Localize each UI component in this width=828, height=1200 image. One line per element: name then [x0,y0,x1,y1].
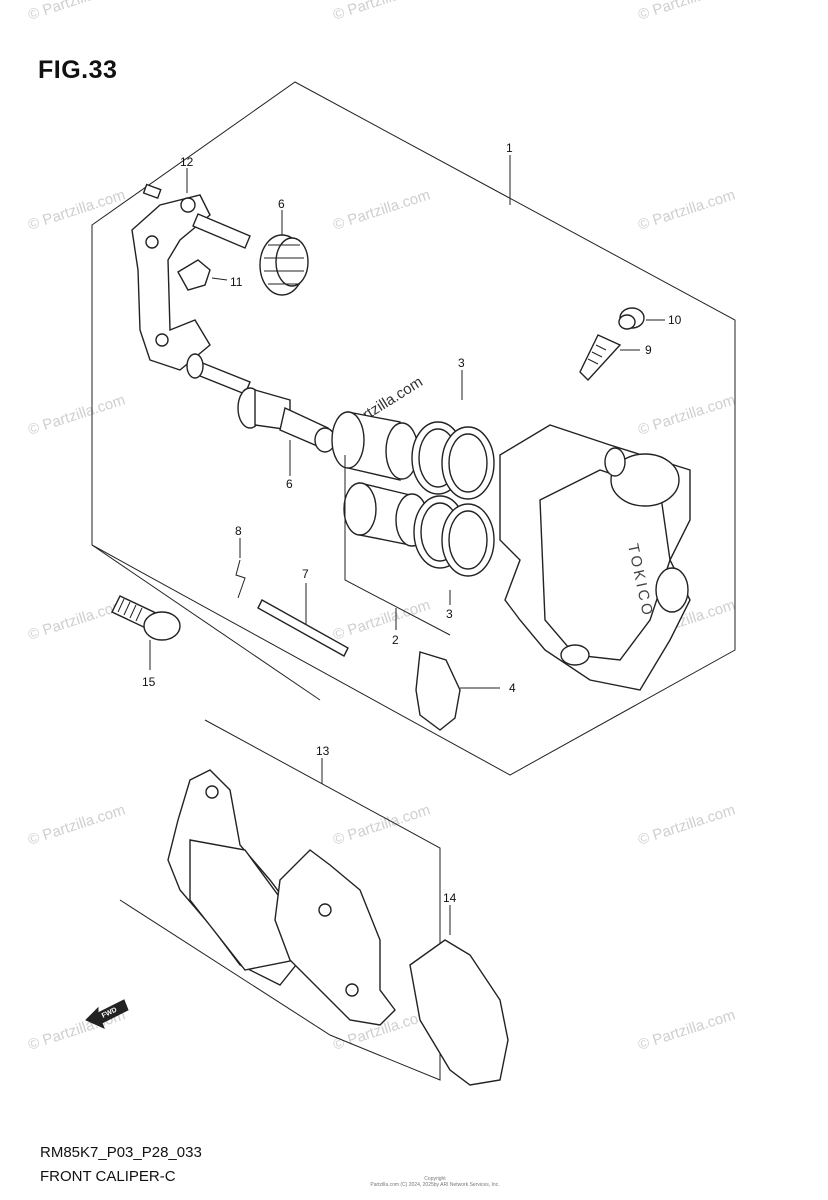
piston-group-bracket [344,455,451,636]
copyright-line-1: Copyright [424,1176,446,1182]
piston-seal-lower[interactable] [413,495,495,577]
pad-clip[interactable] [415,651,461,731]
pad-pin[interactable] [257,599,349,657]
callout-11[interactable]: 11 [230,275,243,289]
copyright-notice: Copyright Partzilla.com (C) 2024, 2025by… [360,1176,510,1188]
callout-6-lower[interactable]: 6 [286,477,293,491]
callout-leaders [149,155,665,935]
watermark: © Partzilla.com [331,0,432,24]
slide-pin-upper[interactable] [142,183,251,249]
callout-10[interactable]: 10 [668,313,682,327]
boot-upper[interactable] [259,234,309,296]
watermark: © Partzilla.com [636,0,737,24]
watermark: © Partzilla.com [636,186,737,233]
piston-upper[interactable] [331,411,419,481]
watermark: © Partzilla.com [331,801,432,848]
caliper-bracket[interactable] [131,194,211,371]
callout-15[interactable]: 15 [142,675,156,689]
brake-pad-outer[interactable] [167,769,301,986]
callout-6-upper[interactable]: 6 [278,197,285,211]
watermark: © Partzilla.com [331,186,432,233]
figure-code: RM85K7_P03_P28_033 [40,1144,202,1161]
watermark: © Partzilla.com [636,391,737,438]
callout-4[interactable]: 4 [509,681,516,695]
watermark: © Partzilla.com [26,391,127,438]
watermark: © Partzilla.com [636,1006,737,1053]
pad-set-outline [119,719,441,1081]
watermark: © Partzilla.com [26,596,127,643]
piston-seal-upper[interactable] [411,421,495,500]
forward-arrow-icon: FWD [85,999,129,1029]
assembly-inner-outline [91,544,321,701]
slide-pin-lower[interactable] [186,353,251,395]
pad-pin-clip[interactable] [235,559,246,599]
callout-12[interactable]: 12 [180,155,194,169]
bleeder-cap[interactable] [618,307,645,330]
callout-3-lower[interactable]: 3 [446,607,453,621]
callout-1[interactable]: 1 [506,141,513,155]
callout-13[interactable]: 13 [316,744,330,758]
figure-title: FIG.33 [38,56,118,84]
assembly-outline [91,81,736,776]
pad-shim[interactable] [409,939,509,1086]
callout-2[interactable]: 2 [392,633,399,647]
bleeder-screw[interactable] [579,334,622,382]
watermark: © Partzilla.com [26,801,127,848]
callout-9[interactable]: 9 [645,343,652,357]
pad-spring[interactable] [177,259,211,291]
callout-3-upper[interactable]: 3 [458,356,465,370]
callout-7[interactable]: 7 [302,567,309,581]
mounting-bolt[interactable] [111,595,181,641]
watermark: © Partzilla.com [331,596,432,643]
figure-name: FRONT CALIPER-C [40,1168,176,1185]
watermark: © Partzilla.com [26,186,127,233]
brake-pad-inner[interactable] [274,849,396,1026]
callout-labels: 1 2 3 3 4 6 6 7 8 9 10 11 12 13 14 15 [142,141,682,905]
callout-14[interactable]: 14 [443,891,457,905]
watermark: © Partzilla.com [26,0,127,24]
watermark: © Partzilla.com [636,801,737,848]
boot-lower[interactable] [237,387,336,453]
callout-8[interactable]: 8 [235,524,242,538]
copyright-line-2: Partzilla.com (C) 2024, 2025by ARI Netwo… [370,1182,500,1188]
caliper-body[interactable]: TOKICO [499,424,691,691]
